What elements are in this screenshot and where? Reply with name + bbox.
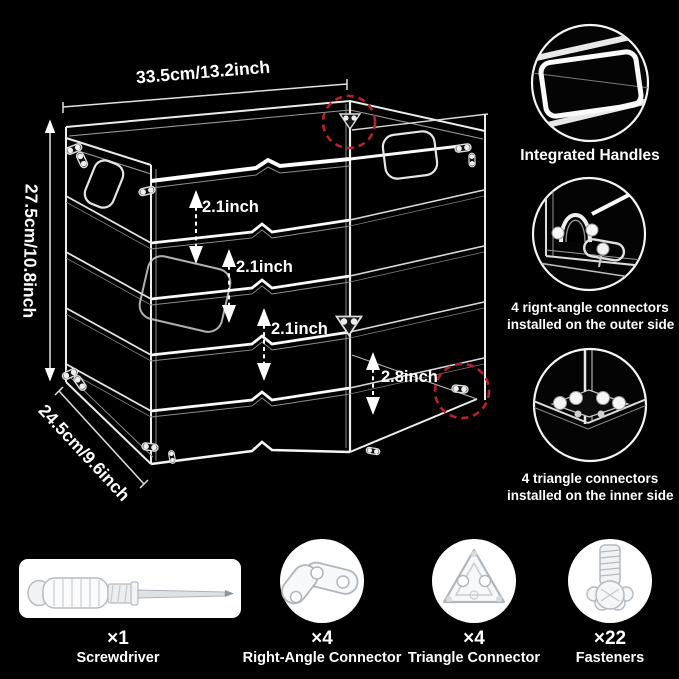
height-dimension-label: 27.5cm/10.8inch (19, 183, 42, 319)
part-fasteners (568, 539, 652, 623)
part-name-fasteners: Fasteners (575, 650, 645, 666)
callout-right-angle-line2: installed on the outer side (507, 317, 675, 332)
part-right-angle-connector (280, 539, 364, 623)
part-name-triangle: Triangle Connector (407, 650, 541, 666)
triangle-connector-zoom-icon (534, 350, 646, 430)
callout-label-triangle: 4 triangle connectors installed on the i… (507, 470, 674, 504)
handle-cutout-left-icon (83, 159, 125, 209)
callout-triangle-line2: installed on the inner side (507, 488, 674, 503)
callout-triangle-line1: 4 triangle connectors (521, 471, 659, 486)
part-qty-right-angle: ×4 (311, 628, 333, 649)
highlight-circle-bottom (433, 362, 491, 420)
callout-handles (530, 23, 650, 143)
tier-height-label-1: 2.1inch (202, 198, 259, 216)
fastener-icon (586, 544, 634, 611)
callout-right-angle-connector (531, 176, 647, 292)
callout-label-right-angle: 4 rignt-angle connectors installed on th… (507, 299, 675, 333)
tier-height-label-2: 2.1inch (236, 258, 293, 276)
callout-label-handles: Integrated Handles (520, 147, 660, 164)
part-qty-screwdriver: ×1 (107, 628, 129, 649)
corner-connector-icons (60, 113, 476, 465)
triangle-connector-icon (442, 548, 506, 604)
tier-height-label-3: 2.1inch (271, 320, 328, 338)
handle-cutout-right-icon (381, 130, 439, 180)
callout-right-angle-line1: 4 rignt-angle connectors (511, 300, 669, 315)
right-angle-connector-icon (281, 561, 359, 605)
part-name-screwdriver: Screwdriver (76, 650, 160, 666)
tier-arrows (189, 190, 380, 415)
highlight-circle-top (321, 94, 377, 150)
part-triangle-connector (432, 539, 516, 623)
callout-triangle-connector (532, 347, 648, 463)
wireframe-box (65, 99, 489, 466)
part-qty-fasteners: ×22 (593, 628, 627, 649)
dimension-lines (44, 79, 348, 489)
part-qty-triangle: ×4 (463, 628, 485, 649)
tier-height-label-4: 2.8inch (381, 368, 438, 386)
part-name-right-angle: Right-Angle Connector (242, 650, 402, 666)
screwdriver-icon (27, 577, 234, 609)
part-screwdriver (19, 559, 241, 618)
